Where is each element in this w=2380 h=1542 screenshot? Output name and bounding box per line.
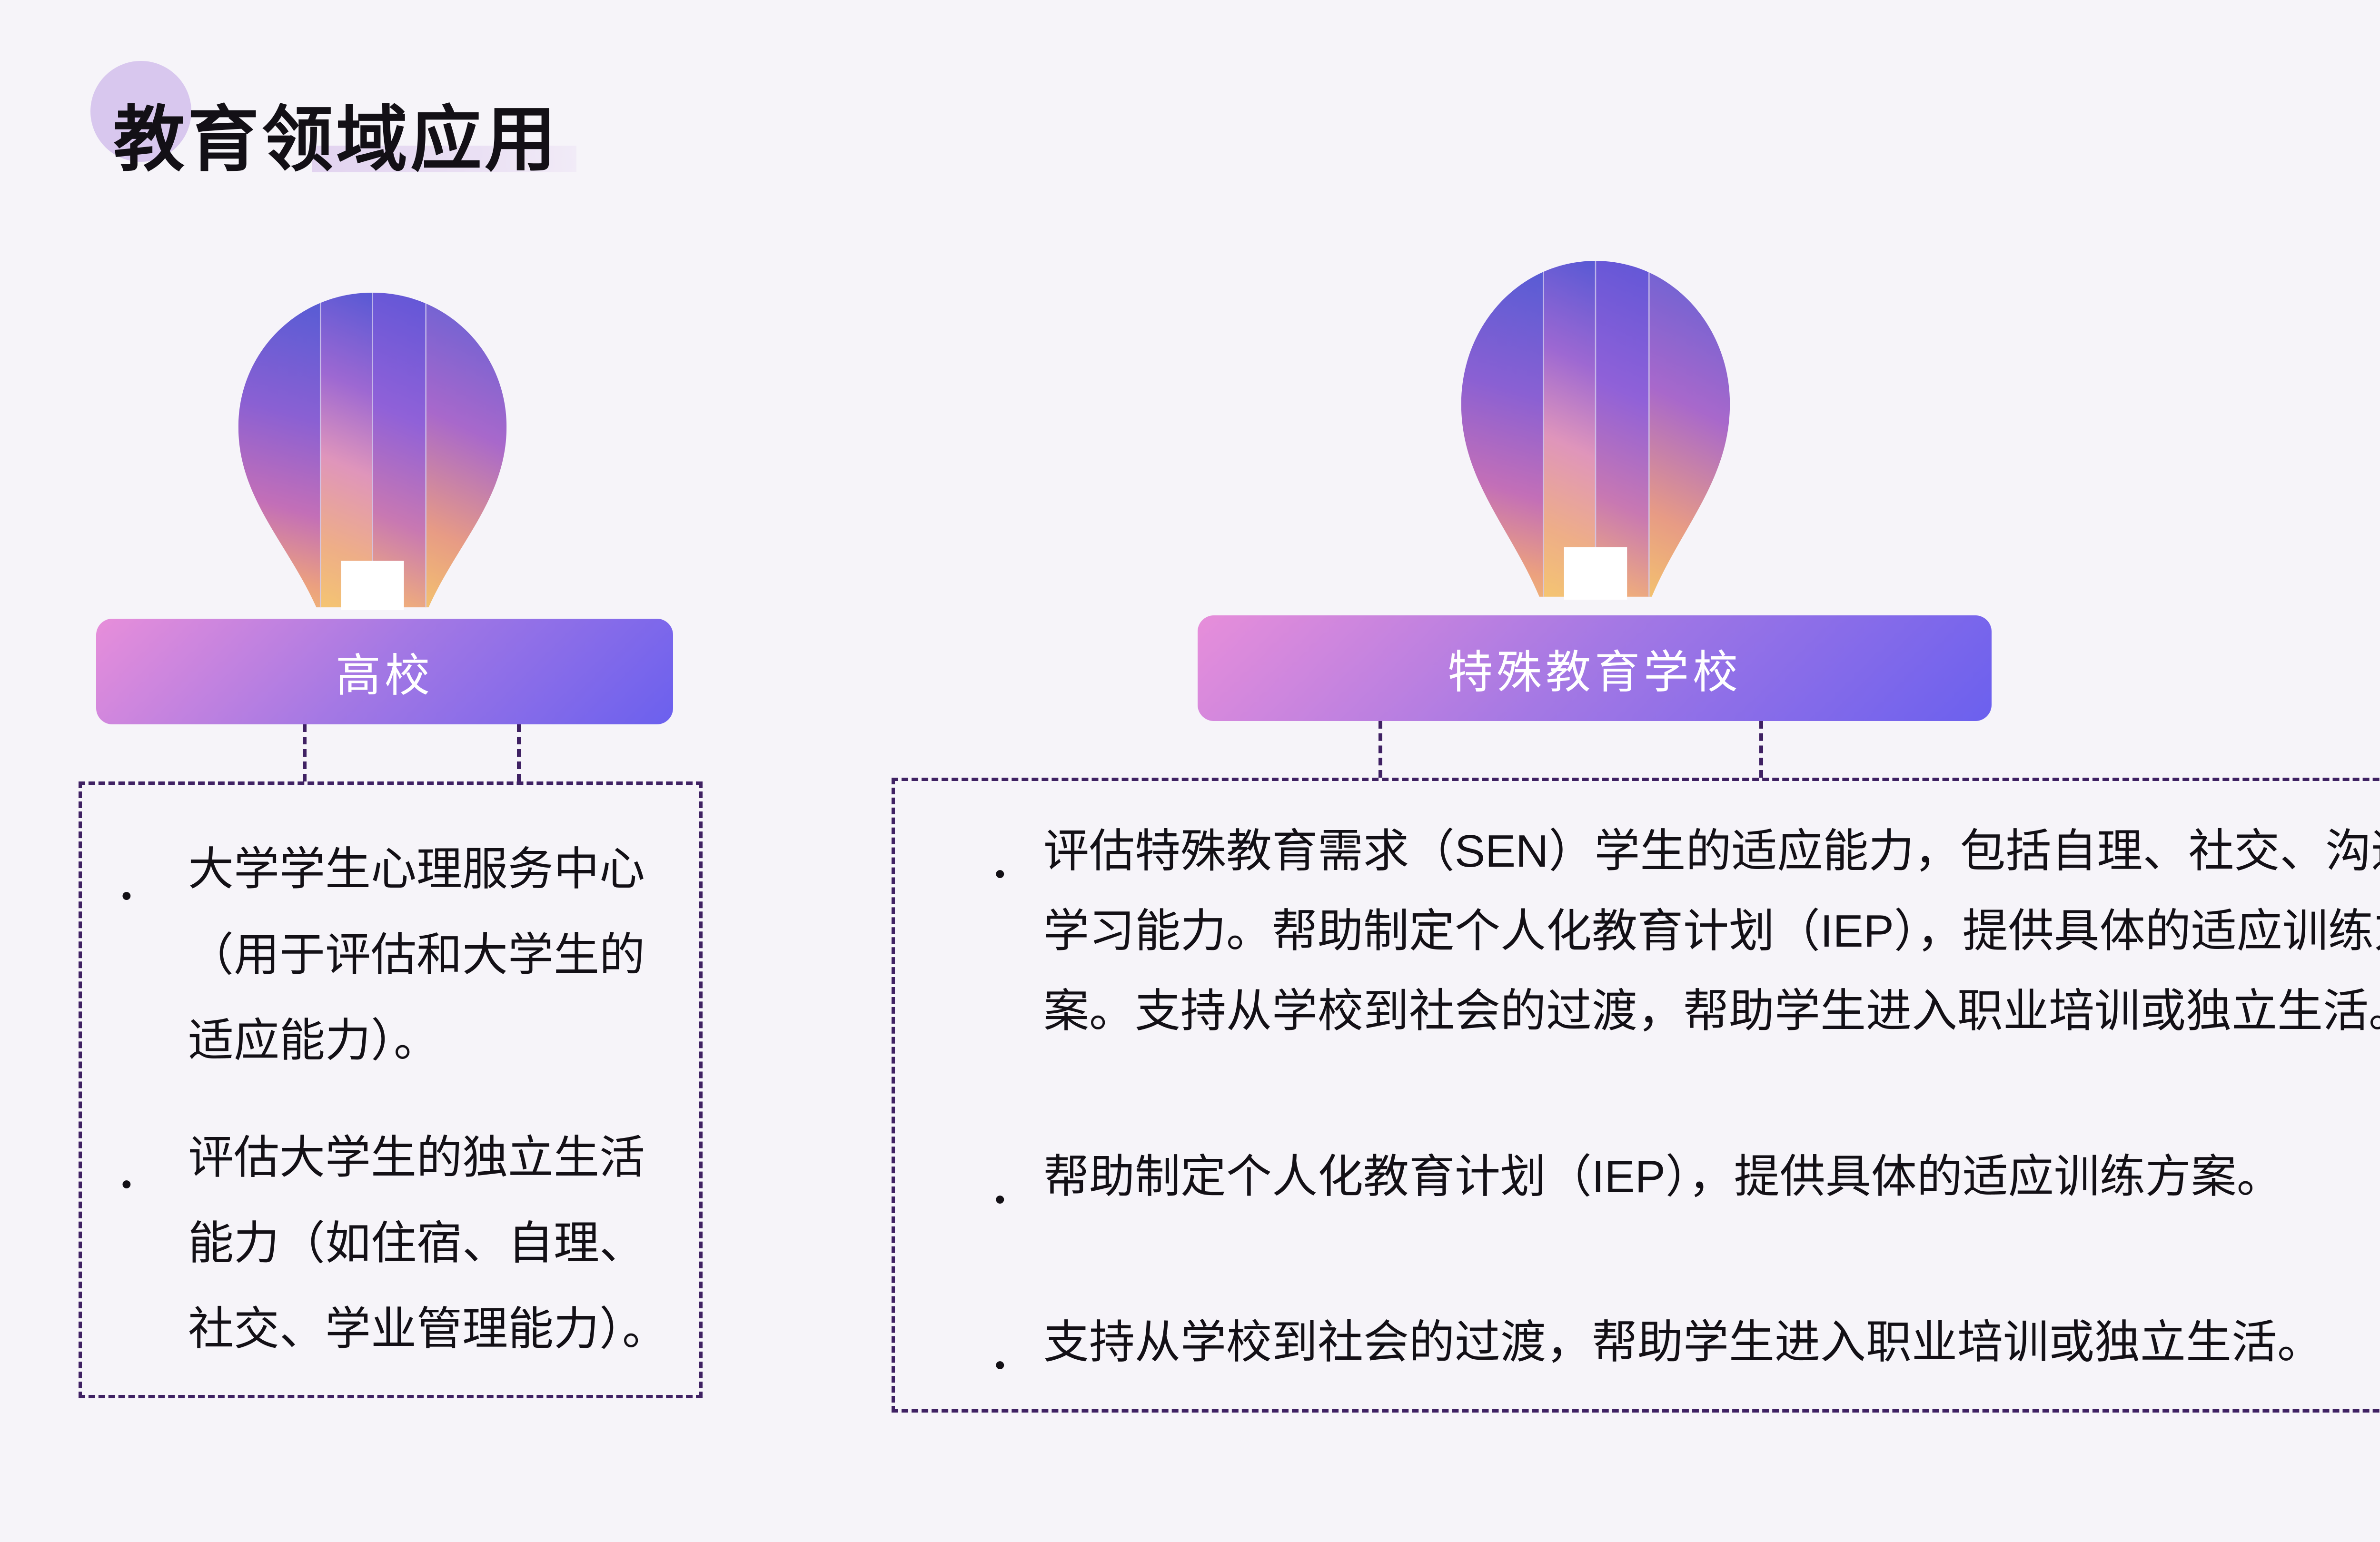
bullet-marker: • [121, 880, 132, 912]
balloon-basket [341, 561, 404, 610]
title-accent-bar [312, 146, 576, 172]
hot-air-balloon-icon [1461, 261, 1730, 600]
bullet-item: • 评估特殊教育需求（SEN）学生的适应能力，包括自理、社交、沟通和学习能力。帮… [895, 811, 2380, 1051]
detail-box-universities: • 大学学生心理服务中心（用于评估和大学生的适应能力）。 • 评估大学生的独立生… [79, 781, 703, 1398]
bullet-item: • 支持从学校到社会的过渡，帮助学生进入职业培训或独立生活。 [895, 1303, 2380, 1383]
bullet-marker: • [995, 1349, 1005, 1382]
bullet-marker: • [995, 1183, 1005, 1216]
balloon-basket [1564, 547, 1627, 600]
title-accent-circle [90, 61, 191, 162]
detail-box-special-education: • 评估特殊教育需求（SEN）学生的适应能力，包括自理、社交、沟通和学习能力。帮… [892, 778, 2380, 1413]
bullet-text: 大学学生心理服务中心（用于评估和大学生的适应能力）。 [188, 844, 645, 1066]
bullet-marker: • [995, 858, 1005, 890]
hot-air-balloon-icon [238, 292, 507, 610]
category-label-special-education: 特殊教育学校 [1198, 615, 1992, 721]
connector-line [517, 724, 521, 781]
bullet-text: 评估特殊教育需求（SEN）学生的适应能力，包括自理、社交、沟通和学习能力。帮助制… [1043, 826, 2380, 1037]
bullet-item: • 评估大学生的独立生活能力（如住宿、自理、社交、学业管理能力）。 [82, 1115, 682, 1372]
bullet-text: 评估大学生的独立生活能力（如住宿、自理、社交、学业管理能力）。 [188, 1132, 668, 1354]
bullet-marker: • [121, 1168, 132, 1201]
page-title: 教育领域应用 [113, 99, 559, 179]
category-label-universities: 高校 [96, 619, 673, 724]
category-label-text: 特殊教育学校 [1447, 647, 1742, 698]
bullet-text: 支持从学校到社会的过渡，帮助学生进入职业培训或独立生活。 [1043, 1317, 2323, 1368]
connector-line [303, 724, 307, 781]
connector-line [1759, 721, 1763, 778]
connector-line [1378, 721, 1382, 778]
bullet-text: 帮助制定个人化教育计划（IEP），提供具体的适应训练方案。 [1043, 1151, 2282, 1202]
category-label-text: 高校 [335, 650, 434, 701]
bullet-item: • 帮助制定个人化教育计划（IEP），提供具体的适应训练方案。 [895, 1137, 2380, 1217]
bullet-item: • 大学学生心理服务中心（用于评估和大学生的适应能力）。 [82, 827, 682, 1084]
